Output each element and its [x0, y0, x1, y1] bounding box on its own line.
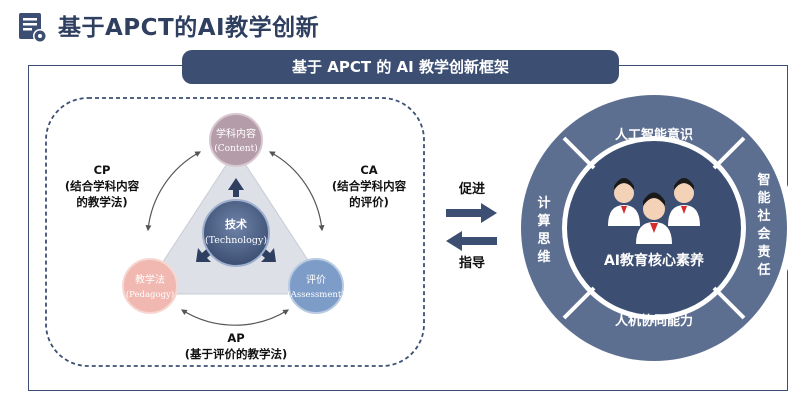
- students-icon: [608, 178, 700, 244]
- relation-cp-line1: (结合学科内容: [64, 179, 140, 193]
- arrow-right-icon: [446, 203, 497, 223]
- segment-bottom-label: 人机协同能力: [615, 313, 693, 329]
- svg-text:思: 思: [537, 232, 550, 247]
- relation-ap-line1: (基于评价的教学法): [184, 347, 288, 361]
- cycle-arc-ca: [268, 151, 325, 232]
- document-settings-icon: [19, 13, 47, 43]
- assessment-title: 评价: [306, 274, 326, 286]
- svg-text:计: 计: [537, 195, 550, 211]
- slide-title: 基于APCT的AI教学创新: [58, 15, 320, 41]
- relation-cp-line2: 的教学法): [76, 195, 128, 209]
- segment-right-label: 智 能 社 会 责 任: [756, 172, 771, 278]
- relation-ca-line2: 的评价): [349, 195, 389, 209]
- content-circle: [209, 113, 263, 167]
- relation-ap-code: AP: [227, 331, 245, 345]
- svg-text:会: 会: [757, 226, 771, 242]
- cycle-arc-ap: [180, 309, 290, 326]
- svg-text:智: 智: [757, 172, 770, 188]
- pedagogy-subtitle: (Pedagogy): [126, 289, 174, 300]
- pedagogy-circle: [122, 258, 178, 314]
- svg-text:能: 能: [757, 190, 770, 206]
- arrow-backward-label: 指导: [458, 256, 485, 271]
- svg-text:责: 责: [757, 244, 770, 260]
- slide-header: 基于APCT的AI教学创新: [0, 0, 800, 52]
- segment-left-label: 计 算 思 维: [537, 195, 550, 265]
- svg-text:维: 维: [537, 249, 550, 265]
- framework-title: 基于 APCT 的 AI 教学创新框架: [182, 50, 619, 84]
- cycle-arc-cp: [145, 151, 202, 232]
- technology-subtitle: (Technology): [205, 235, 267, 246]
- segment-top-label: 人工智能意识: [615, 127, 693, 143]
- assessment-subtitle: (Assessment): [287, 289, 344, 300]
- arrow-up-icon: [228, 178, 244, 197]
- relation-ca-code: CA: [360, 163, 378, 177]
- arrow-forward-label: 促进: [458, 182, 485, 197]
- pedagogy-title: 教学法: [135, 273, 165, 286]
- svg-text:任: 任: [756, 262, 770, 278]
- relation-ca-label: CA (结合学科内容 的评价): [327, 162, 411, 210]
- relation-cp-code: CP: [93, 163, 111, 177]
- apct-dashed-box: [45, 97, 425, 367]
- assessment-circle: [288, 258, 344, 314]
- relation-cp-label: CP (结合学科内容 的教学法): [60, 162, 144, 210]
- relation-ap-label: AP (基于评价的教学法): [180, 330, 292, 362]
- svg-text:算: 算: [537, 213, 550, 229]
- content-title: 学科内容: [216, 127, 256, 140]
- relation-ca-line1: (结合学科内容: [331, 179, 407, 193]
- content-subtitle: (Content): [214, 143, 257, 154]
- competency-center-label: AI教育核心素养: [604, 252, 705, 269]
- arrow-left-icon: [446, 231, 497, 251]
- svg-text:社: 社: [756, 208, 770, 224]
- technology-circle: [202, 199, 270, 267]
- technology-title: 技术: [225, 217, 247, 231]
